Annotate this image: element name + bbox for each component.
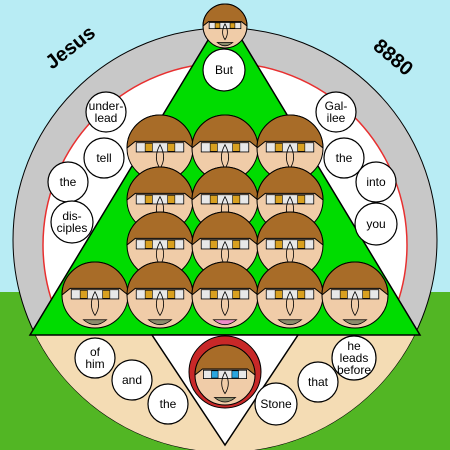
bubble-right-2: into: [355, 161, 397, 203]
face-icon: [321, 261, 389, 329]
bubble-word: Gal-: [325, 99, 348, 113]
bubble-word: the: [60, 175, 77, 189]
face-icon: [202, 3, 248, 49]
bubble-word: him: [85, 357, 104, 371]
bubble-left-3: dis-ciples: [50, 200, 94, 244]
bubble-word: under-: [89, 99, 124, 113]
bubble-left-1: tell: [83, 137, 125, 179]
bubble-word: dis-: [62, 209, 81, 223]
bubble-word: and: [122, 373, 142, 387]
bubble-right-1: the: [323, 137, 365, 179]
face-icon: [61, 261, 129, 329]
bubble-bottom-left-1: and: [111, 359, 153, 401]
bubble-word: you: [366, 217, 385, 231]
bubble-word: Stone: [260, 397, 292, 411]
bubble-word: lead: [95, 111, 118, 125]
word-bubbles: But under-lead tell the dis-ciples Gal-ilee th…: [47, 48, 398, 426]
bubble-word: But: [215, 63, 234, 77]
face-icon: [256, 261, 324, 329]
face-icon: [191, 261, 259, 329]
bubble-bottom-right-2: Stone: [254, 382, 298, 426]
bubble-word: of: [90, 345, 101, 359]
face-icon: [256, 211, 324, 279]
bubble-but: But: [202, 48, 246, 92]
bubble-left-0: under-lead: [85, 91, 127, 133]
bubble-left-2: the: [47, 161, 89, 203]
bubble-bottom-left-2: the: [147, 383, 189, 425]
bubble-word: ciples: [57, 221, 88, 235]
face-icon: [191, 211, 259, 279]
bubble-word: the: [160, 397, 177, 411]
bubble-bottom-right-1: that: [297, 361, 339, 403]
face-grid: [61, 3, 389, 409]
bubble-right-3: you: [354, 202, 398, 246]
bubble-word: before: [337, 363, 371, 377]
face-icon: [126, 114, 194, 182]
bubble-word: leads: [340, 351, 369, 365]
face-icon: [194, 344, 256, 406]
bubble-word: he: [347, 339, 361, 353]
face-icon: [126, 261, 194, 329]
bubble-word: the: [336, 151, 353, 165]
bubble-word: tell: [96, 151, 111, 165]
bubble-right-0: Gal-ilee: [315, 91, 357, 133]
bubble-word: ilee: [327, 111, 346, 125]
bubble-word: into: [366, 175, 386, 189]
bubble-word: that: [308, 375, 329, 389]
